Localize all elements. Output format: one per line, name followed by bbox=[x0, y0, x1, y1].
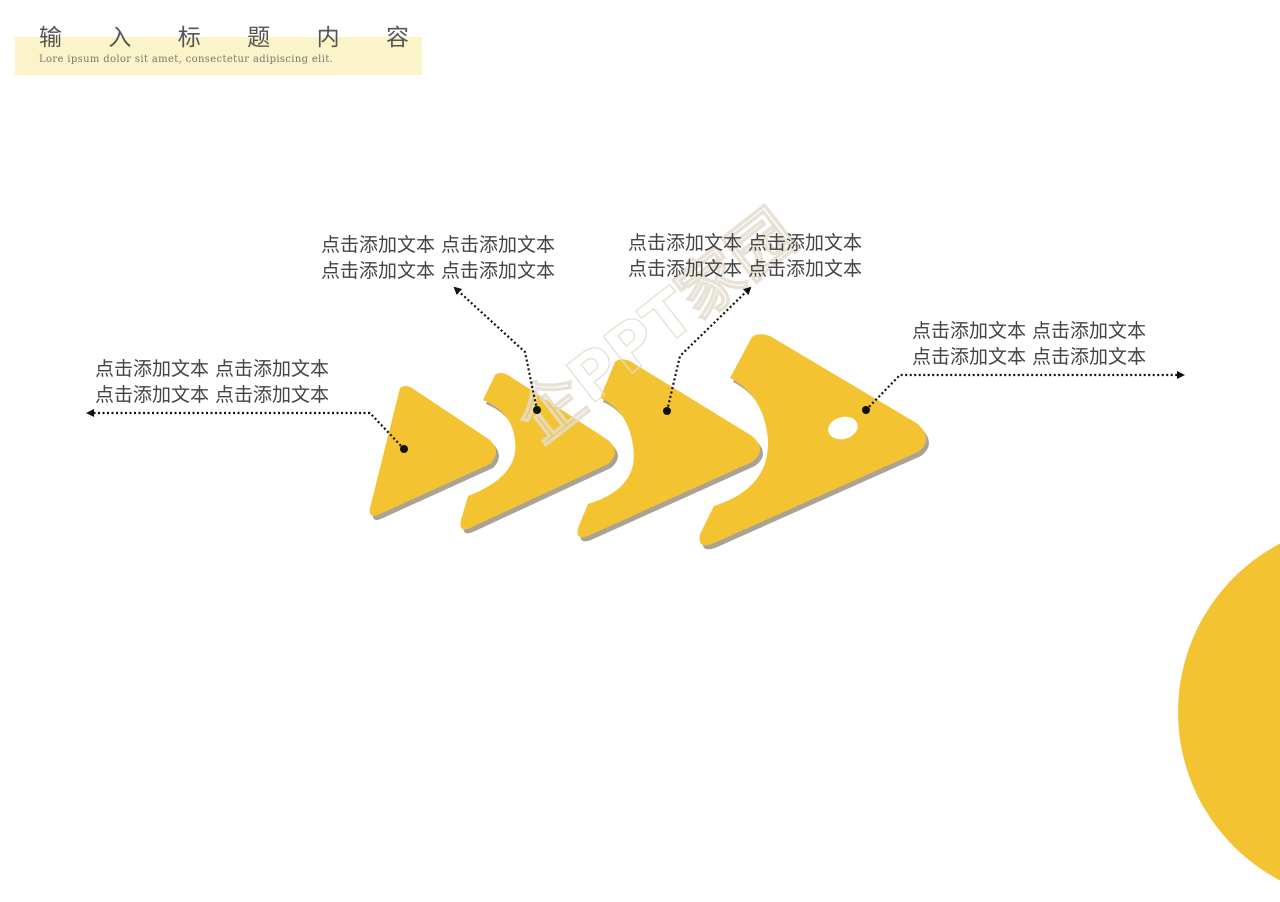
text-label-3[interactable]: 点击添加文本 点击添加文本 点击添加文本 点击添加文本 bbox=[628, 230, 862, 282]
label-line: 点击添加文本 点击添加文本 bbox=[912, 320, 1147, 342]
title-char: 输 bbox=[39, 25, 62, 51]
title-char: 标 bbox=[177, 25, 201, 51]
text-label-1[interactable]: 点击添加文本 点击添加文本 点击添加文本 点击添加文本 bbox=[95, 356, 329, 408]
connector-dot-4 bbox=[862, 406, 870, 414]
chevron-hole bbox=[828, 416, 858, 440]
page-subtitle[interactable]: Lore ipsum dolor sit amet, consectetur a… bbox=[39, 54, 334, 65]
chevron-shape-1 bbox=[369, 386, 496, 516]
label-line: 点击添加文本 点击添加文本 bbox=[95, 384, 330, 406]
label-line: 点击添加文本 点击添加文本 bbox=[628, 232, 863, 254]
connector-dot-1 bbox=[400, 445, 408, 453]
connector-1 bbox=[86, 409, 405, 450]
connector-3 bbox=[665, 286, 752, 412]
title-char: 入 bbox=[108, 25, 132, 51]
arrow-diagram: 企PPT家园 bbox=[86, 196, 1185, 550]
title-char: 题 bbox=[247, 25, 271, 51]
title-char: 内 bbox=[316, 25, 340, 51]
chevron-shape-3 bbox=[577, 359, 760, 538]
chevron-shape-4 bbox=[699, 334, 926, 546]
label-line: 点击添加文本 点击添加文本 bbox=[321, 260, 556, 282]
label-line: 点击添加文本 点击添加文本 bbox=[95, 358, 330, 380]
text-label-4[interactable]: 点击添加文本 点击添加文本 点击添加文本 点击添加文本 bbox=[912, 318, 1146, 370]
title-highlight-band bbox=[15, 37, 422, 75]
chevron-shape-2 bbox=[460, 373, 615, 530]
connector-2 bbox=[453, 286, 539, 411]
title-char: 容 bbox=[385, 25, 409, 51]
label-line: 点击添加文本 点击添加文本 bbox=[321, 234, 556, 256]
connector-dot-2 bbox=[533, 406, 541, 414]
page-title[interactable]: 输 入 标 题 内 容 bbox=[39, 18, 409, 52]
connector-4 bbox=[865, 371, 1185, 411]
connector-dot-3 bbox=[663, 407, 671, 415]
label-line: 点击添加文本 点击添加文本 bbox=[912, 346, 1147, 368]
label-line: 点击添加文本 点击添加文本 bbox=[628, 258, 863, 280]
text-label-2[interactable]: 点击添加文本 点击添加文本 点击添加文本 点击添加文本 bbox=[321, 232, 555, 284]
